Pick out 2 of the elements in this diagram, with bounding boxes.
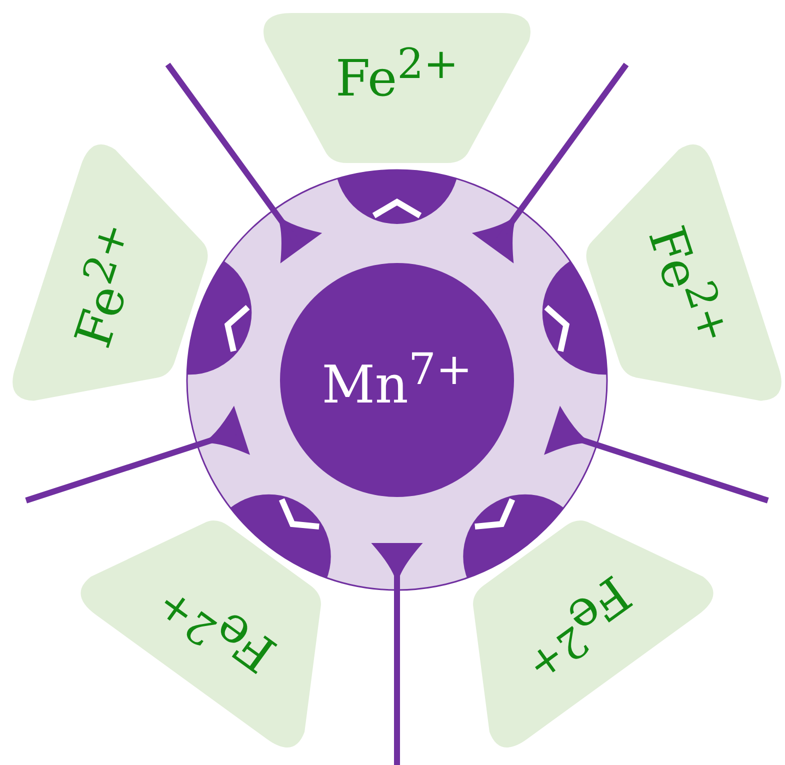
ion-label: Fe$^{2+}$ — [336, 41, 458, 107]
ion-label: Mn$^{7+}$ — [322, 344, 472, 416]
